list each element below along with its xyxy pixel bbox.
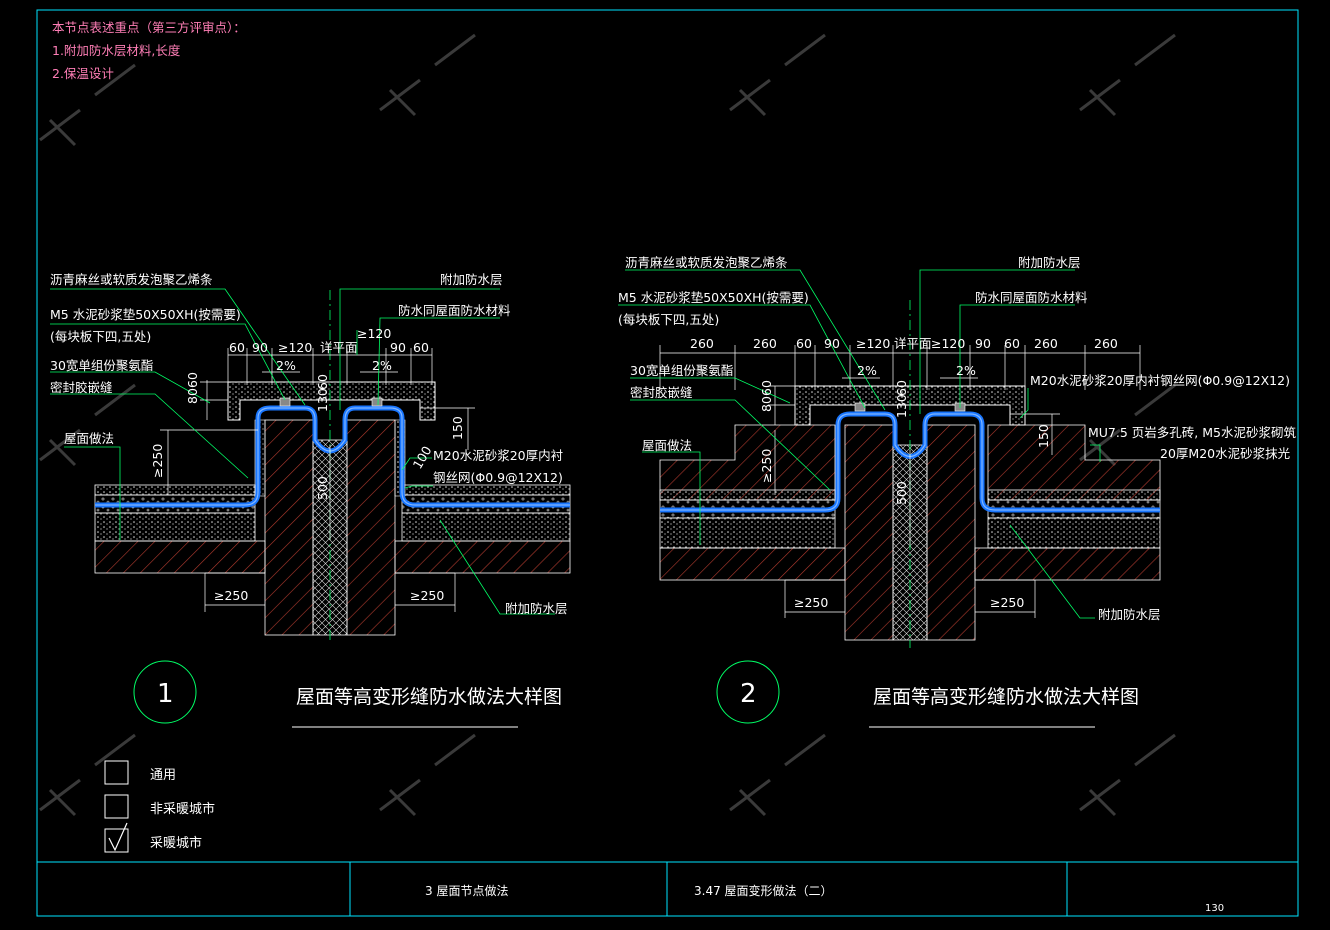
- checkbox-heating[interactable]: [104, 828, 129, 853]
- d1-dim-v250: ≥250: [150, 444, 165, 478]
- d1-label-extra-top: 附加防水层: [440, 272, 503, 287]
- d2-dim-260d: 260: [1094, 336, 1118, 351]
- d2-label-same: 防水同屋面防水材料: [975, 290, 1088, 305]
- footer-section: 3 屋面节点做法: [425, 883, 508, 898]
- applicability-legend: 通用 非采暖城市 采暖城市: [104, 760, 215, 853]
- detail-2-number: 2: [740, 679, 757, 709]
- d1-dim-90a: 90: [252, 340, 268, 355]
- d1-dim-v60b: 60: [315, 374, 330, 390]
- d2-dim-120b: ≥120: [931, 336, 965, 351]
- d1-dim-v100: 100: [410, 443, 435, 471]
- d2-dim-h250a: ≥250: [794, 595, 828, 610]
- d2-dim-60a: 60: [796, 336, 812, 351]
- d2-dim-v80: 80: [759, 396, 774, 412]
- d1-dim-level: 详平面: [320, 340, 358, 355]
- d2-dim-v500: 500: [894, 481, 909, 505]
- d2-dim-h250b: ≥250: [990, 595, 1024, 610]
- detail-1-marker: [133, 660, 197, 724]
- detail-1-title: 屋面等高变形缝防水做法大样图: [296, 686, 562, 708]
- watermark-logo: [39, 33, 1176, 817]
- d2-dim-260c: 260: [1034, 336, 1058, 351]
- d2-dim-260a: 260: [690, 336, 714, 351]
- detail-2-title: 屋面等高变形缝防水做法大样图: [873, 686, 1139, 708]
- d2-label-pu: 30宽单组份聚氨酯: [630, 363, 733, 378]
- d2-dim-260b: 260: [753, 336, 777, 351]
- d1-dim-h250b: ≥250: [410, 588, 444, 603]
- detail-1-number: 1: [157, 679, 174, 709]
- d1-label-m5: M5 水泥砂浆垫50X50XH(按需要): [50, 307, 241, 322]
- d1-dim-60a: 60: [229, 340, 245, 355]
- d2-label-extra-top: 附加防水层: [1018, 255, 1081, 270]
- d1-label-asphalt: 沥青麻丝或软质发泡聚乙烯条: [50, 272, 213, 287]
- d1-label-same: 防水同屋面防水材料: [398, 303, 511, 318]
- d2-label-extra-bottom: 附加防水层: [1098, 607, 1161, 622]
- d1-label-sealant: 密封胶嵌缝: [50, 380, 113, 395]
- d1-dim-90b: 90: [390, 340, 406, 355]
- d1-slope-1: 2%: [276, 358, 296, 373]
- d1-label-m20b: 钢丝网(Φ0.9@12X12): [433, 470, 563, 485]
- detail-2-drawing: 沥青麻丝或软质发泡聚乙烯条 附加防水层 M5 水泥砂浆垫50X50XH(按需要)…: [618, 255, 1296, 648]
- d2-slope-1: 2%: [857, 363, 877, 378]
- footer-page-number: 130: [1205, 903, 1224, 914]
- d1-dim-120b: ≥120: [357, 326, 391, 341]
- d1-dim-v500: 500: [315, 476, 330, 500]
- d2-dim-v250: ≥250: [759, 449, 774, 483]
- legend-label-general: 通用: [150, 768, 176, 783]
- d2-label-m5-sub: (每块板下四,五处): [618, 312, 719, 327]
- d1-dim-60b: 60: [413, 340, 429, 355]
- d2-label-m5: M5 水泥砂浆垫50X50XH(按需要): [618, 290, 809, 305]
- d2-dim-v130: 130: [894, 394, 909, 418]
- d2-dim-120a: ≥120: [856, 336, 890, 351]
- d1-label-roof: 屋面做法: [64, 431, 114, 446]
- d2-dim-v60: 60: [759, 380, 774, 396]
- d1-dim-v60: 60: [185, 372, 200, 388]
- detail-2-marker: [716, 660, 780, 724]
- d2-label-asphalt: 沥青麻丝或软质发泡聚乙烯条: [625, 255, 788, 270]
- d1-slope-2: 2%: [372, 358, 392, 373]
- d2-dim-90b: 90: [975, 336, 991, 351]
- d2-label-mu75: MU7.5 页岩多孔砖, M5水泥砂浆砌筑: [1088, 425, 1296, 440]
- d1-label-m20a: M20水泥砂浆20厚内衬: [433, 448, 563, 463]
- check-mark-icon: [108, 822, 128, 852]
- d1-label-m5-sub: (每块板下四,五处): [50, 329, 151, 344]
- d1-label-extra-bottom: 附加防水层: [505, 601, 568, 616]
- footer-page-title: 3.47 屋面变形做法（二）: [694, 883, 833, 898]
- d2-dim-60b: 60: [1004, 336, 1020, 351]
- d2-label-m20: M20水泥砂浆20厚内衬钢丝网(Φ0.9@12X12): [1030, 373, 1290, 388]
- d2-dim-level: 详平面: [894, 336, 932, 351]
- detail-1-drawing: 沥青麻丝或软质发泡聚乙烯条 M5 水泥砂浆垫50X50XH(按需要) (每块板下…: [50, 272, 571, 640]
- d2-slope-2: 2%: [956, 363, 976, 378]
- d1-dim-120a: ≥120: [278, 340, 312, 355]
- legend-label-heating: 采暖城市: [150, 835, 202, 851]
- d1-dim-v130: 130: [315, 388, 330, 412]
- checkbox-general[interactable]: [104, 760, 129, 785]
- notes-item-1: 1.附加防水层材料,长度: [52, 43, 181, 58]
- d2-label-sealant: 密封胶嵌缝: [630, 385, 693, 400]
- legend-label-non-heating: 非采暖城市: [150, 801, 215, 817]
- d2-label-roof: 屋面做法: [642, 438, 692, 453]
- notes-heading: 本节点表述重点（第三方评审点）：: [52, 20, 246, 35]
- checkbox-non-heating[interactable]: [104, 794, 129, 819]
- d1-label-pu: 30宽单组份聚氨酯: [50, 358, 153, 373]
- d1-dim-v150: 150: [450, 416, 465, 440]
- notes-item-2: 2.保温设计: [52, 66, 114, 81]
- drawing-frame: [36, 9, 1299, 917]
- d2-dim-90a: 90: [824, 336, 840, 351]
- d2-label-plaster: 20厚M20水泥砂浆抹光: [1160, 446, 1290, 461]
- d2-dim-v150: 150: [1036, 424, 1051, 448]
- d1-dim-h250a: ≥250: [214, 588, 248, 603]
- d1-dim-v80: 80: [185, 388, 200, 404]
- d2-dim-v60b: 60: [894, 380, 909, 396]
